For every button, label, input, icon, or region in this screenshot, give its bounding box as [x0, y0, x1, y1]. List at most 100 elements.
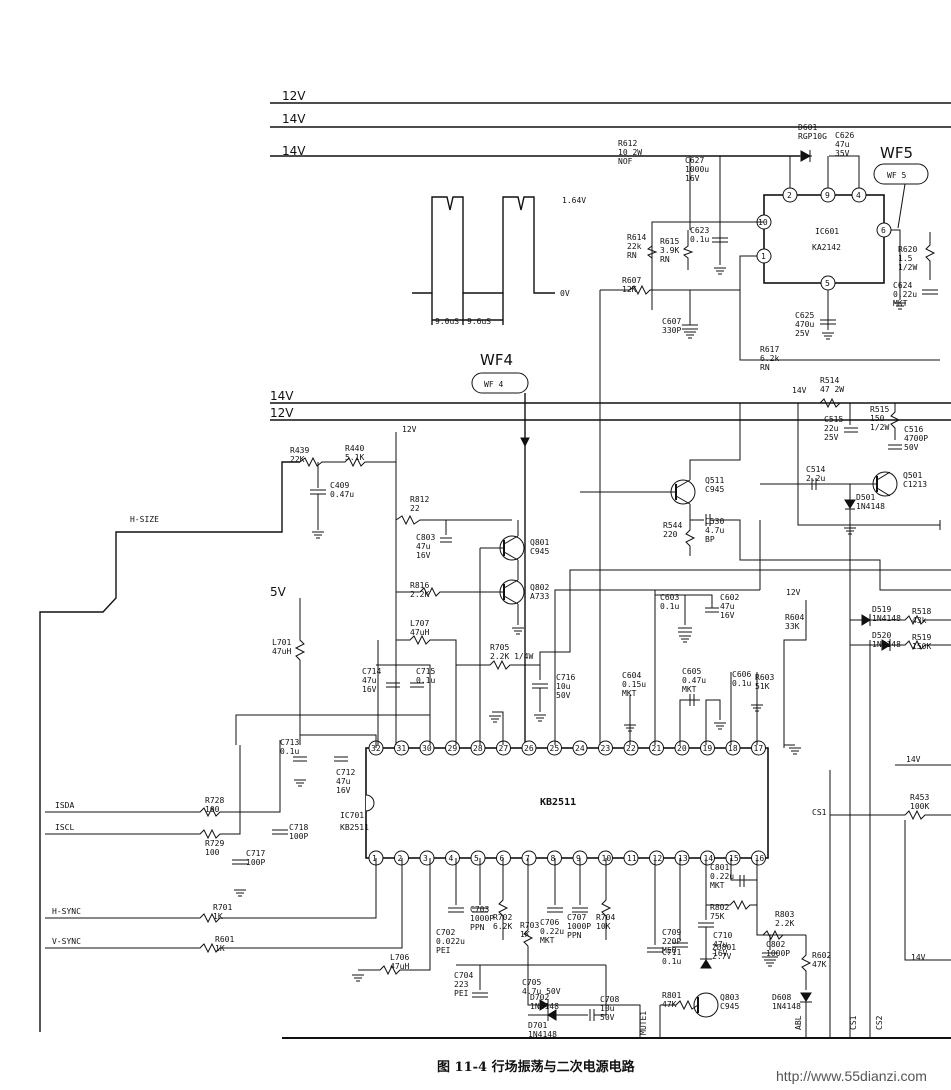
- watermark: http://www.55dianzi.com: [776, 1068, 927, 1084]
- label-q801-value1: C945: [530, 547, 549, 556]
- label-r544-value1: 220: [663, 530, 678, 539]
- label-r604-ref: R604: [785, 613, 804, 622]
- rail-14v-mid: 14V: [270, 389, 294, 403]
- label-l701-value1: 47uH: [272, 647, 291, 656]
- ic701-pin-label: 18: [728, 744, 738, 753]
- label-r519-ref: R519: [912, 633, 931, 642]
- ic701-pin-31: [394, 740, 409, 756]
- label-c703-ref: C703: [470, 905, 489, 914]
- label-r705-ref: R705: [490, 643, 509, 652]
- label-c604-value2: MKT: [622, 689, 637, 698]
- ic701-pin-label: 17: [754, 744, 764, 753]
- signal-cs1-bottom: CS1: [849, 1015, 858, 1030]
- label-d608-value1: 1N4148: [772, 1002, 801, 1011]
- label-c624-value2: MKT: [893, 299, 908, 308]
- label-r602-value1: 47K: [812, 960, 827, 969]
- label-c712-value2: 16V: [336, 786, 351, 795]
- ic701-pin-label: 5: [474, 854, 479, 863]
- waveform-t2: 9.6uS: [467, 317, 491, 326]
- label-r803-value1: 2.2K: [775, 919, 794, 928]
- label-d701-ref: D701: [528, 1021, 547, 1030]
- ic601-pin-2: 2: [787, 191, 792, 200]
- label-r615-ref: R615: [660, 237, 679, 246]
- label-c703-value1: 1000P: [470, 914, 494, 923]
- wf5-tag: WF 5: [887, 171, 906, 180]
- label-c704-value2: PEI: [454, 989, 469, 998]
- label-c718-value1: 100P: [289, 832, 308, 841]
- label-l706-ref: L706: [390, 953, 409, 962]
- label-d702-value1: 1N4148: [530, 1002, 559, 1011]
- ic601-name: IC601: [815, 227, 839, 236]
- label-c717-value1: 100P: [246, 858, 265, 867]
- label-c709-value1: 220P: [662, 937, 681, 946]
- label-r601-value1: 1K: [215, 944, 225, 953]
- label-c516-ref: C516: [904, 425, 923, 434]
- label-q803-ref: Q803: [720, 993, 739, 1002]
- ic701-pin-label: 11: [627, 854, 637, 863]
- label-c602-ref: C602: [720, 593, 739, 602]
- wf5-title: WF5: [880, 144, 913, 162]
- ic601-pins: [756, 187, 892, 291]
- label-r612-value1: 10 2W: [618, 148, 642, 157]
- label-r620-value2: 1/2W: [898, 263, 917, 272]
- label-r614-value2: RN: [627, 251, 637, 260]
- ic701-pin-16: [751, 850, 766, 866]
- label-c603-value1: 0.1u: [660, 602, 679, 611]
- label-r803-ref: R803: [775, 910, 794, 919]
- label-c718-ref: C718: [289, 823, 308, 832]
- ic701-pin-18: [725, 740, 741, 756]
- ic701-pin-22: [623, 740, 639, 756]
- label-r515-ref: R515: [870, 405, 889, 414]
- label-q501-value1: C1213: [903, 480, 927, 489]
- label-c801-ref: C801: [710, 863, 729, 872]
- ic601-pin-6: 6: [881, 226, 886, 235]
- ic701-pin-label: 13: [678, 854, 688, 863]
- label-c708-ref: C708: [600, 995, 619, 1004]
- signal-isda: ISDA: [55, 801, 74, 810]
- ic701-pin-label: 28: [473, 744, 483, 753]
- label-r702-value1: 6.2K: [493, 922, 512, 931]
- label-r615-value2: RN: [660, 255, 670, 264]
- ic601-part: KA2142: [812, 243, 841, 252]
- label-q511-value1: C945: [705, 485, 724, 494]
- label-q802-value1: A733: [530, 592, 549, 601]
- ic701-pin-14: [700, 850, 715, 866]
- label-c708-value2: 50V: [600, 1013, 615, 1022]
- ic701-pin-label: 15: [729, 854, 739, 863]
- label-c606-value1: 0.1u: [732, 679, 751, 688]
- label-r701-value1: 1K: [213, 912, 223, 921]
- label-d601-ref: D601: [798, 123, 817, 132]
- ic701-pin-label: 2: [398, 854, 403, 863]
- label-c802-ref: C802: [766, 940, 785, 949]
- ic701-pin-15: [725, 850, 741, 866]
- label-r603-ref: R603: [755, 673, 774, 682]
- label-c605-ref: C605: [682, 667, 701, 676]
- label-c717-ref: C717: [246, 849, 265, 858]
- ic701-pin-26: [521, 740, 537, 756]
- label-r703-value1: 1K: [520, 930, 530, 939]
- label-r702-ref: R702: [493, 913, 512, 922]
- ic701-pin-label: 26: [524, 744, 534, 753]
- label-c625-value1: 470u: [795, 320, 814, 329]
- label-r515-value1: 150: [870, 414, 885, 423]
- label-c515-value2: 25V: [824, 433, 839, 442]
- label-r602-ref: R602: [812, 951, 831, 960]
- label-c707-value2: PPN: [567, 931, 582, 940]
- ic701-pin-label: 31: [397, 744, 407, 753]
- label-r612-ref: R612: [618, 139, 637, 148]
- ic701-pin-17: [751, 740, 766, 756]
- label-c606-ref: C606: [732, 670, 751, 679]
- label-c625-ref: C625: [795, 311, 814, 320]
- ic701-pin-28: [470, 740, 486, 756]
- ic601-pin-5: 5: [825, 279, 830, 288]
- label-r617-value1: 6.2k: [760, 354, 779, 363]
- waveform-zero-label: 0V: [560, 289, 570, 298]
- label-l707-value1: 47uH: [410, 628, 429, 637]
- label-q802-ref: Q802: [530, 583, 549, 592]
- signal-iscl: ISCL: [55, 823, 74, 832]
- label-c802-value1: 1000P: [766, 949, 790, 958]
- label-r514-ref: R514: [820, 376, 839, 385]
- ic701-pin-label: 6: [500, 854, 505, 863]
